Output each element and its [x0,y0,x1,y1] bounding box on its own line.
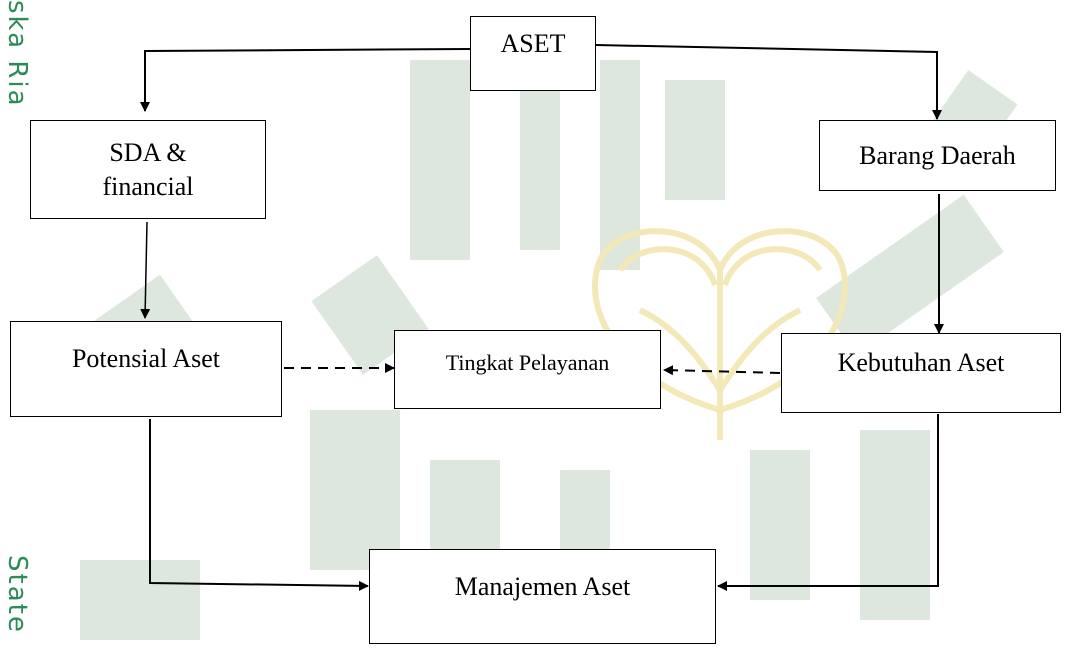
node-manajemen-aset: Manajemen Aset [369,549,716,644]
side-watermark-text-bottom: State [2,555,32,634]
node-aset-label: ASET [500,29,566,58]
node-tingkat-pelayanan: Tingkat Pelayanan [394,330,661,409]
arrow-sda-to-potensial [140,221,151,319]
arrow-aset-to-sda [140,48,471,112]
node-kebutuhan-aset-label: Kebutuhan Aset [837,348,1005,377]
node-sda-financial: SDA & financial [30,120,266,219]
node-barang-daerah-label: Barang Daerah [859,140,1016,170]
node-tingkat-pelayanan-label: Tingkat Pelayanan [445,350,610,375]
node-sda-financial-label: SDA & financial [102,137,194,201]
node-potensial-aset-label: Potensial Aset [71,344,221,373]
arrow-aset-to-barang [595,44,942,120]
arrow-potensial-to-manajemen [149,419,369,591]
node-potensial-aset: Potensial Aset [10,321,282,417]
node-aset: ASET [470,16,596,91]
node-kebutuhan-aset: Kebutuhan Aset [781,333,1061,413]
side-watermark-text-top: ska Ria [2,0,32,108]
node-barang-daerah: Barang Daerah [819,120,1056,191]
arrow-kebutuhan-to-manajemen [717,414,939,591]
arrow-kebutuhan-to-tingkat [663,365,781,376]
node-manajemen-aset-label: Manajemen Aset [454,572,631,601]
